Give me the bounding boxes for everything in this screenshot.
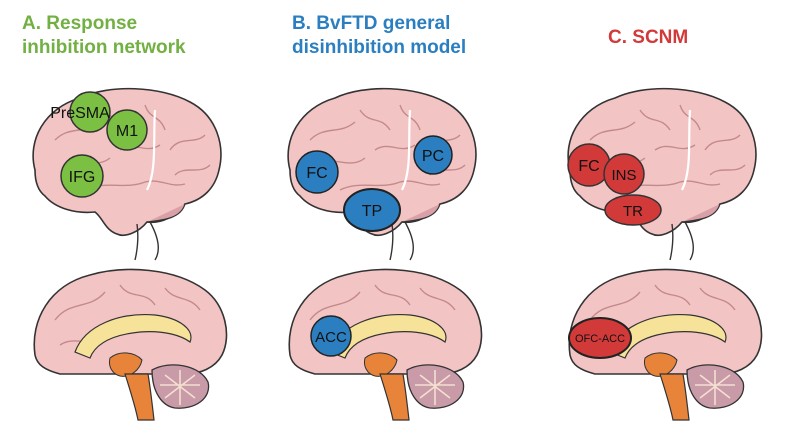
region-pc: PC: [413, 135, 453, 175]
region-tr-label: TR: [623, 203, 643, 220]
region-presma-label: PreSMA: [50, 105, 110, 122]
panel-b-title-line2: disinhibition model: [292, 37, 467, 58]
region-ins-label: INS: [611, 167, 636, 184]
region-ins: INS: [603, 153, 645, 195]
panel-a-medial-brain: [33, 268, 228, 421]
region-tp: TP: [343, 188, 401, 232]
panel-a-title-line1: A. Response: [22, 13, 138, 34]
region-ofc-acc-label: OFC-ACC: [575, 333, 625, 345]
region-m1-label: M1: [116, 123, 138, 140]
region-presma: PreSMA: [50, 91, 111, 133]
region-acc: ACC: [310, 315, 352, 357]
region-acc-label: ACC: [315, 329, 347, 346]
region-fc-b: FC: [295, 150, 339, 194]
panel-b-title-line1: B. BvFTD general: [292, 13, 451, 34]
panel-b-title: B. BvFTD general disinhibition model: [292, 12, 466, 60]
region-ifg: IFG: [60, 154, 104, 198]
region-tr: TR: [604, 194, 662, 226]
region-m1: M1: [106, 109, 148, 151]
panel-c-title: C. SCNM: [608, 26, 688, 50]
region-pc-label: PC: [422, 148, 444, 165]
region-fc-b-label: FC: [306, 165, 327, 182]
region-tp-label: TP: [362, 203, 382, 220]
region-fc-c: FC: [567, 143, 611, 187]
region-ofc-acc: OFC-ACC: [568, 317, 632, 359]
panel-c-title-line1: C. SCNM: [608, 27, 689, 48]
region-ifg-label: IFG: [69, 169, 96, 186]
panel-a-title-line2: inhibition network: [22, 37, 186, 58]
region-fc-c-label: FC: [578, 158, 599, 175]
panel-a-title: A. Response inhibition network: [22, 12, 186, 60]
